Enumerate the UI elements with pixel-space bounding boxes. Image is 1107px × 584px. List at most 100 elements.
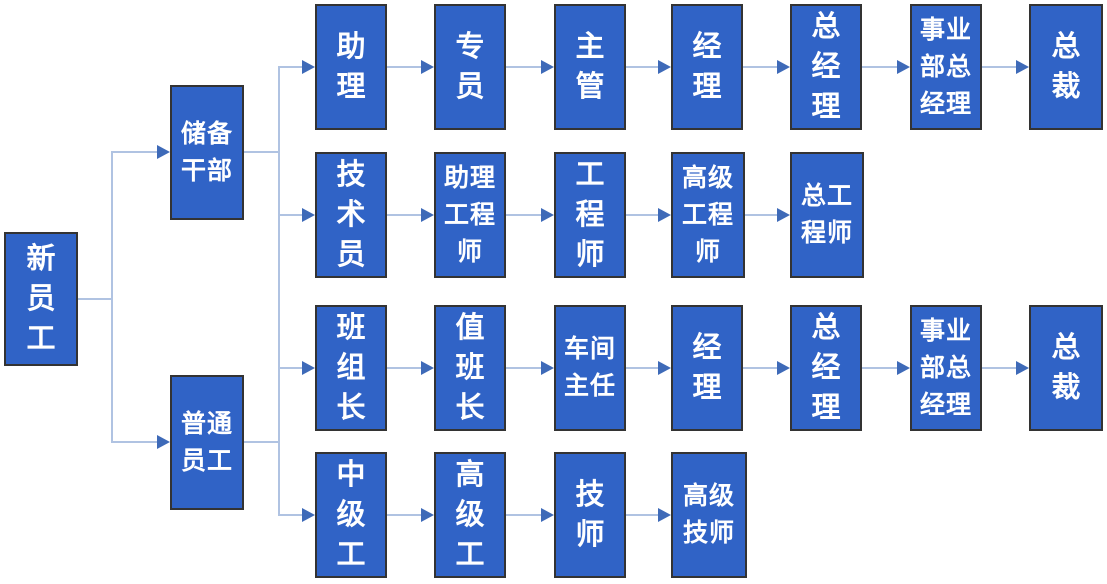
arrow-right-icon (541, 508, 554, 522)
node-label-line: 技 (336, 159, 366, 191)
node-label-line: 普通 (180, 409, 233, 438)
node-label-line: 值 (455, 312, 485, 344)
node-label-line: 裁 (1051, 71, 1081, 103)
connector-line (387, 514, 423, 516)
node-label-line: 高 (455, 459, 485, 491)
node-new-employee: 新员工 (4, 232, 78, 366)
node-label-line: 干部 (180, 156, 233, 185)
arrow-right-icon (1016, 361, 1029, 375)
node-label-line: 经 (692, 332, 722, 364)
arrow-right-icon (658, 361, 671, 375)
node-label-line: 术 (336, 199, 366, 231)
connector-line (387, 214, 423, 216)
node-label-line: 工程 (443, 200, 496, 229)
arrow-right-icon (658, 508, 671, 522)
arrow-right-icon (897, 361, 910, 375)
node-label-line: 助 (336, 31, 366, 63)
node-label-line: 高级 (682, 482, 735, 510)
arrow-right-icon (541, 361, 554, 375)
node-label-line: 中 (336, 459, 366, 491)
node-label-line: 总工 (800, 182, 853, 210)
connector-line (279, 214, 304, 216)
node-label-line: 事业 (919, 316, 972, 345)
node-label-line: 员 (336, 239, 366, 271)
node-label-line: 长 (455, 392, 485, 424)
connector-line (626, 214, 660, 216)
node-label-line: 师 (694, 237, 721, 266)
node-workshop-director: 车间主任 (554, 305, 626, 431)
node-label-line: 车间 (563, 335, 616, 363)
node-division-general-manager-row3: 事业部总经理 (910, 305, 982, 431)
connector-line (112, 441, 159, 443)
node-label-line: 程师 (800, 219, 853, 247)
node-team-leader: 班组长 (315, 305, 387, 431)
connector-line (279, 514, 304, 516)
arrow-right-icon (302, 60, 315, 74)
connector-line (626, 514, 660, 516)
connector-line (112, 151, 159, 153)
node-label-line: 理 (692, 71, 722, 103)
connector-elbow-line (111, 151, 113, 443)
node-label-line: 员工 (180, 446, 233, 475)
connector-line (862, 66, 899, 68)
node-label-line: 经 (692, 31, 722, 63)
node-label-line: 技师 (682, 519, 735, 547)
node-label-line: 工 (575, 159, 605, 191)
node-president-row1: 总裁 (1029, 4, 1103, 130)
connector-line (387, 66, 423, 68)
node-label-line: 工程 (681, 200, 734, 229)
node-intermediate-worker: 中级工 (315, 452, 387, 578)
arrow-right-icon (421, 508, 434, 522)
arrow-right-icon (421, 60, 434, 74)
node-manager-row3: 经理 (671, 305, 743, 431)
node-label-line: 经理 (919, 89, 972, 118)
node-label-line: 师 (456, 237, 483, 266)
arrow-right-icon (302, 508, 315, 522)
arrow-right-icon (777, 60, 790, 74)
node-label-line: 工 (336, 539, 366, 571)
connector-line (279, 66, 304, 68)
connector-line (982, 367, 1018, 369)
node-label-line: 新 (26, 243, 56, 275)
arrow-right-icon (541, 208, 554, 222)
connector-line (743, 66, 779, 68)
node-label-line: 班 (336, 312, 366, 344)
connector-line (626, 66, 660, 68)
connector-line (982, 66, 1018, 68)
node-label-line: 助理 (443, 163, 496, 192)
node-technician-staff: 技术员 (315, 152, 387, 278)
arrow-right-icon (541, 60, 554, 74)
node-label-line: 级 (336, 499, 366, 531)
node-chief-engineer: 总工程师 (790, 152, 864, 278)
arrow-right-icon (897, 60, 910, 74)
node-label-line: 长 (336, 392, 366, 424)
node-label-line: 部总 (919, 52, 972, 81)
node-label-line: 经 (811, 51, 841, 83)
node-label-line: 总 (811, 312, 841, 344)
node-president-row3: 总裁 (1029, 305, 1103, 431)
node-label-line: 师 (575, 519, 605, 551)
arrow-right-icon (777, 361, 790, 375)
node-label-line: 技 (575, 479, 605, 511)
node-general-manager-row1: 总经理 (790, 4, 862, 130)
node-label-line: 经理 (919, 390, 972, 419)
arrow-right-icon (157, 145, 170, 159)
node-label-line: 管 (575, 71, 605, 103)
arrow-right-icon (421, 361, 434, 375)
node-ordinary-employee: 普通员工 (170, 375, 244, 510)
connector-line (743, 367, 779, 369)
connector-line (745, 214, 779, 216)
node-senior-technician: 高级技师 (671, 452, 747, 578)
node-label-line: 组 (336, 352, 366, 384)
node-label-line: 程 (575, 199, 605, 231)
arrow-right-icon (1016, 60, 1029, 74)
connector-line (626, 367, 660, 369)
arrow-right-icon (157, 435, 170, 449)
connector-line (506, 66, 543, 68)
node-label-line: 总 (1051, 332, 1081, 364)
node-label-line: 师 (575, 239, 605, 271)
arrow-right-icon (302, 208, 315, 222)
node-label-line: 高级 (681, 163, 734, 192)
node-label-line: 总 (811, 11, 841, 43)
